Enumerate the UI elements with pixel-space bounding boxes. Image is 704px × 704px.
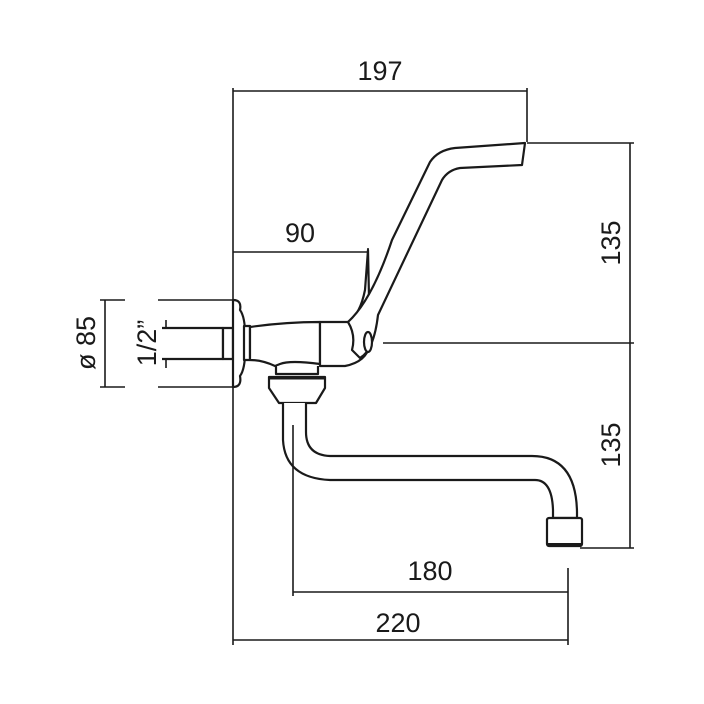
aerator [545, 516, 584, 548]
dimension-thread: 1/2” [132, 320, 167, 368]
swivel-nut [267, 375, 327, 405]
dimension-220: 220 [233, 608, 568, 641]
dimension-197-label: 197 [357, 56, 402, 86]
dimension-197: 197 [233, 56, 528, 142]
dimension-180: 180 [292, 425, 569, 645]
dimension-135-lower-label: 135 [596, 422, 626, 467]
lever-handle [346, 141, 527, 360]
dimension-135-vertical: 135 135 [383, 142, 634, 549]
body-neck [248, 320, 322, 368]
spout [281, 403, 584, 548]
inlet-pipe [162, 326, 225, 361]
dimension-90-label: 90 [285, 218, 315, 248]
dimension-90: 90 [233, 218, 369, 300]
dimension-135-upper-label: 135 [596, 220, 626, 265]
spout-tube [281, 403, 579, 520]
dimension-diameter-85: ø 85 [71, 299, 233, 388]
dimension-diameter-85-label: ø 85 [71, 316, 101, 370]
dimension-220-label: 220 [375, 608, 420, 638]
dimension-180-label: 180 [407, 556, 452, 586]
dimension-thread-label: 1/2” [132, 320, 162, 367]
tap-body [162, 141, 527, 405]
